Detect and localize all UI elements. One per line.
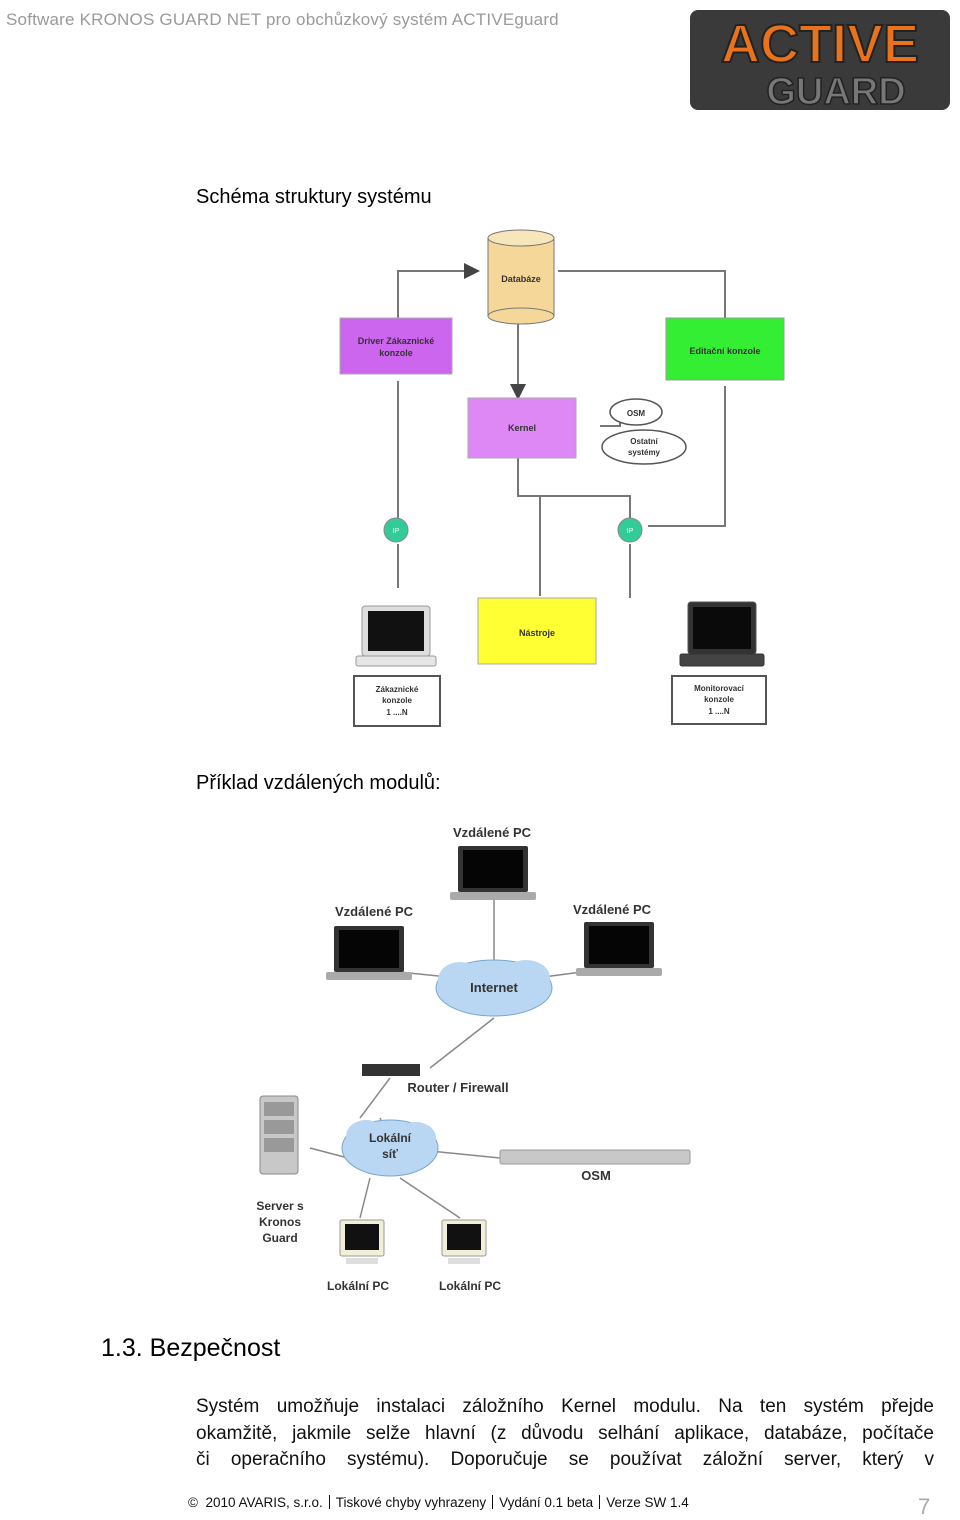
svg-text:Lokální PC: Lokální PC bbox=[439, 1279, 501, 1293]
footer-version: Verze SW 1.4 bbox=[606, 1495, 689, 1510]
remote-modules-diagram: Vzdálené PC Vzdálené PC Vzdálené PC Inte… bbox=[256, 825, 691, 1293]
svg-text:Driver Zákaznické: Driver Zákaznické bbox=[358, 336, 435, 346]
osm-device-icon bbox=[499, 1149, 691, 1165]
ip-node-right: IP bbox=[617, 517, 643, 543]
monitor-console-node: Monitorovací konzole 1 ....N bbox=[671, 675, 767, 725]
desktop-icon-local-right bbox=[441, 1219, 487, 1264]
laptop-icon-remote-right bbox=[576, 922, 662, 976]
svg-text:Vzdálené PC: Vzdálené PC bbox=[573, 902, 652, 917]
footer-notice: Tiskové chyby vyhrazeny bbox=[335, 1495, 487, 1510]
svg-text:Kernel: Kernel bbox=[508, 423, 536, 433]
body-line: okamžitě, jakmile selže hlavní (z důvodu… bbox=[196, 1422, 934, 1444]
svg-text:síť: síť bbox=[382, 1147, 398, 1161]
footer-release: Vydání 0.1 beta bbox=[499, 1495, 594, 1510]
customer-console-node: Zákaznické konzole 1 ....N bbox=[353, 675, 441, 727]
section-body: Systém umožňuje instalaci záložního Kern… bbox=[196, 1394, 934, 1474]
svg-text:1 ....N: 1 ....N bbox=[386, 708, 408, 717]
svg-text:Nástroje: Nástroje bbox=[519, 628, 555, 638]
svg-text:konzole: konzole bbox=[382, 696, 412, 705]
section-number: 1.3. bbox=[101, 1334, 143, 1362]
svg-text:OSM: OSM bbox=[581, 1168, 611, 1183]
laptop-icon-right bbox=[679, 601, 765, 667]
svg-text:Editační konzole: Editační konzole bbox=[689, 346, 760, 356]
lan-cloud-icon: Lokální síť bbox=[341, 1119, 439, 1177]
laptop-icon-left bbox=[355, 605, 437, 667]
svg-text:Databáze: Databáze bbox=[501, 274, 541, 284]
svg-text:GUARD: GUARD bbox=[766, 71, 905, 113]
svg-text:Zákaznické: Zákaznické bbox=[376, 685, 419, 694]
editor-console-node: Editační konzole bbox=[665, 317, 785, 381]
svg-text:IP: IP bbox=[393, 528, 400, 535]
desktop-icon-local-left bbox=[339, 1219, 385, 1264]
copyright-icon: © bbox=[188, 1495, 198, 1510]
svg-text:Ostatní: Ostatní bbox=[630, 437, 658, 446]
page-number: 7 bbox=[918, 1494, 931, 1519]
driver-node: Driver Zákaznické konzole bbox=[339, 317, 453, 375]
svg-text:Vzdálené PC: Vzdálené PC bbox=[335, 904, 414, 919]
server-icon bbox=[259, 1095, 299, 1175]
svg-text:Kronos: Kronos bbox=[259, 1215, 301, 1229]
svg-text:Vzdálené PC: Vzdálené PC bbox=[453, 825, 532, 840]
svg-text:Guard: Guard bbox=[262, 1231, 297, 1245]
footer-company: 2010 AVARIS, s.r.o. bbox=[205, 1495, 323, 1510]
header-title: Software KRONOS GUARD NET pro obchůzkový… bbox=[6, 10, 559, 29]
svg-text:OSM: OSM bbox=[627, 409, 646, 418]
database-node: Databáze bbox=[487, 229, 555, 325]
system-structure-diagram: Databáze Driver Zákaznické konzole Edita… bbox=[339, 229, 785, 727]
body-line: či operačního systému). Doporučuje se po… bbox=[196, 1449, 934, 1470]
page-footer: © 2010 AVARIS, s.r.o. Tiskové chyby vyhra… bbox=[188, 1495, 689, 1510]
svg-text:konzole: konzole bbox=[704, 695, 734, 704]
tools-node: Nástroje bbox=[477, 597, 597, 665]
svg-text:Monitorovací: Monitorovací bbox=[694, 684, 745, 693]
svg-text:Lokální PC: Lokální PC bbox=[327, 1279, 389, 1293]
osm-node: OSM bbox=[609, 398, 663, 426]
laptop-icon-remote-left bbox=[326, 926, 412, 980]
kernel-node: Kernel bbox=[467, 397, 577, 459]
svg-text:IP: IP bbox=[627, 528, 634, 535]
diagram1-caption: Schéma struktury systému bbox=[196, 186, 432, 208]
section-title: Bezpečnost bbox=[149, 1334, 281, 1362]
svg-text:systémy: systémy bbox=[628, 448, 661, 457]
svg-text:konzole: konzole bbox=[379, 348, 413, 358]
ip-node-left: IP bbox=[383, 517, 409, 543]
laptop-icon-remote-top bbox=[450, 846, 536, 900]
section-heading: 1.3. Bezpečnost bbox=[101, 1334, 280, 1363]
svg-text:Router / Firewall: Router / Firewall bbox=[407, 1080, 508, 1095]
router-icon bbox=[362, 1064, 420, 1076]
other-systems-node: Ostatní systémy bbox=[601, 429, 687, 465]
diagram2-caption: Příklad vzdálených modulů: bbox=[196, 772, 441, 794]
internet-cloud-icon: Internet bbox=[435, 959, 553, 1017]
svg-text:Server s: Server s bbox=[256, 1199, 304, 1213]
activeguard-logo: ACTIVE GUARD bbox=[690, 10, 950, 114]
svg-text:Lokální: Lokální bbox=[369, 1131, 412, 1145]
svg-text:1 ....N: 1 ....N bbox=[708, 707, 730, 716]
svg-text:ACTIVE: ACTIVE bbox=[721, 14, 919, 74]
svg-text:Internet: Internet bbox=[470, 980, 518, 995]
body-line: Systém umožňuje instalaci záložního Kern… bbox=[196, 1396, 934, 1417]
